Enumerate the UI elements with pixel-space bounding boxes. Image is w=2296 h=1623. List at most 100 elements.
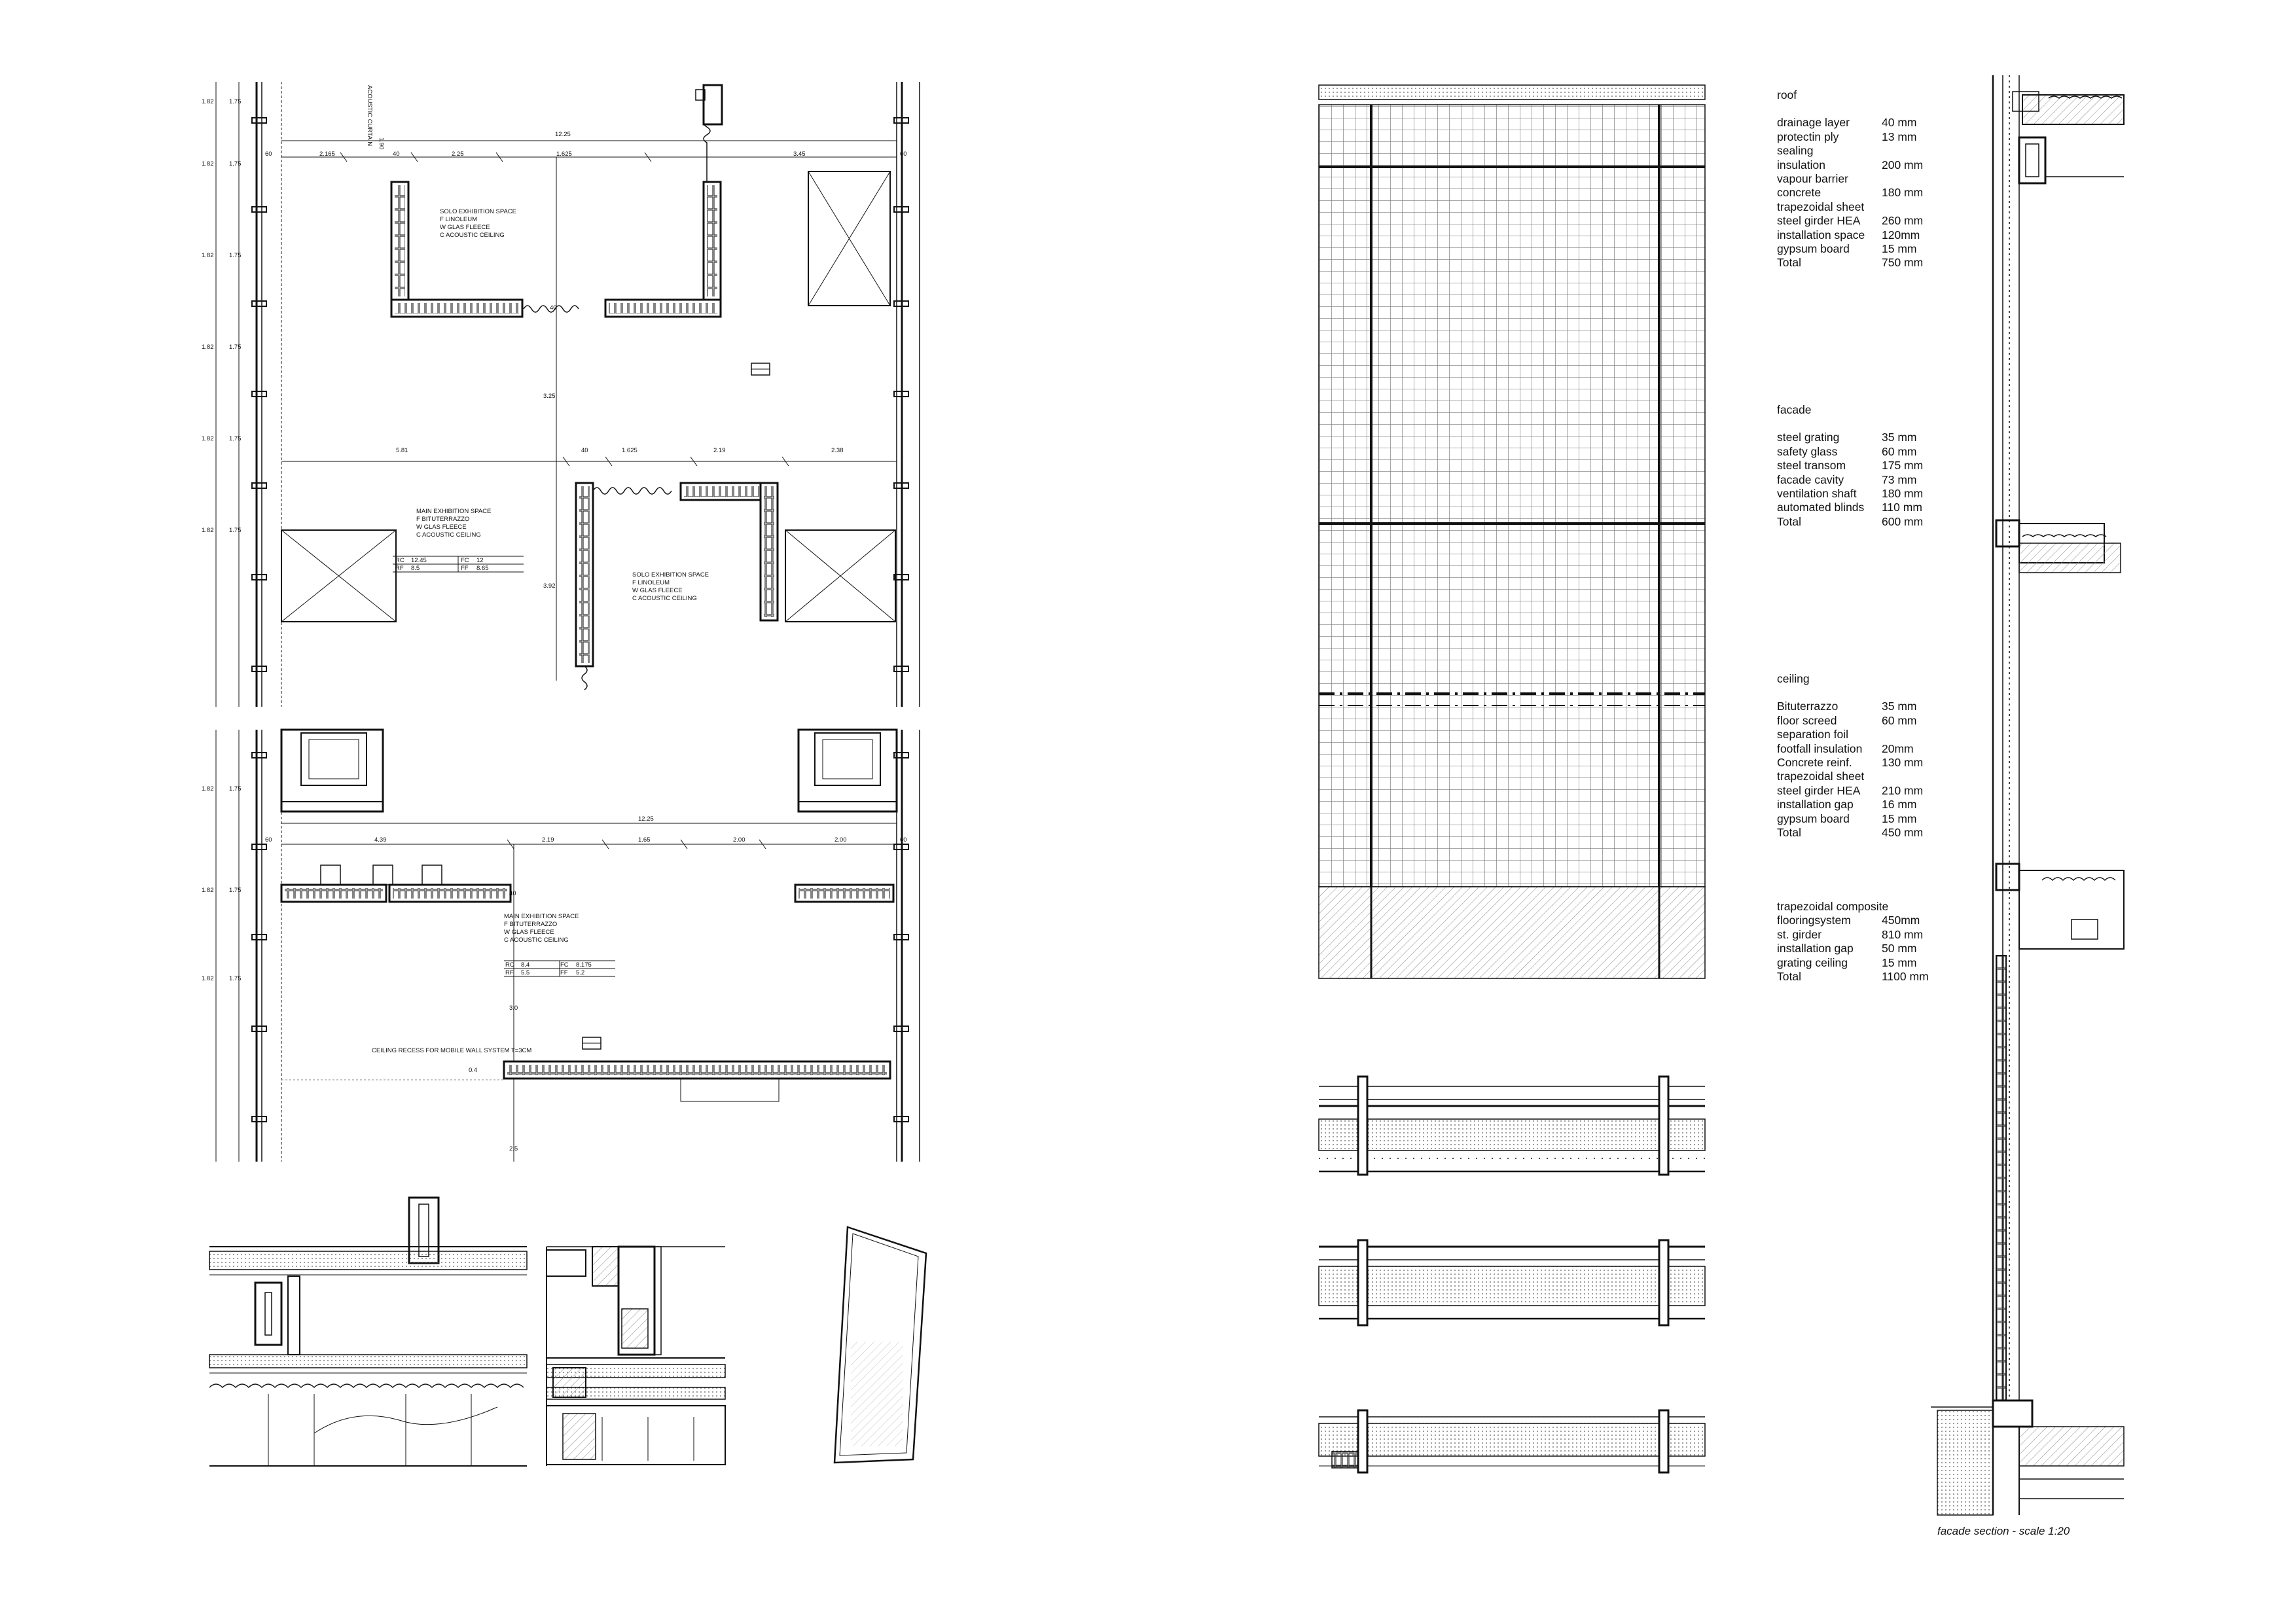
room-ceiling: C ACOUSTIC CEILING [416, 531, 481, 539]
level-rf: 5.5 [521, 969, 530, 976]
spec-name: trapezoidal composite [1777, 900, 1889, 913]
spec-value: 60 mm [1882, 713, 1917, 727]
facade-section-drawing [1931, 75, 2125, 1516]
spec-name: Total [1777, 826, 1801, 840]
spec-value: 1100 mm [1882, 970, 1929, 984]
left-dim-b2: 1.75 [229, 160, 242, 168]
lower-dim-1: 4.39 [374, 836, 387, 844]
top-dim-2: 40 [393, 151, 400, 158]
spec-name: trapezoidal sheet [1777, 200, 1865, 213]
facade-section-caption: facade section - scale 1:20 [1937, 1525, 2070, 1537]
mid-dim-5: 2.38 [831, 447, 844, 454]
spec-name: facade cavity [1777, 473, 1844, 486]
spec-value: 180 mm [1882, 487, 1924, 501]
level-table-lower: RC 8.4 FC 8.175 RF 5.5 FF 5.2 [505, 961, 615, 977]
room-name: SOLO EXHIBITION SPACE [632, 571, 709, 579]
room-floor: F BITUTERRAZZO [416, 516, 470, 523]
spec-name: drainage layer [1777, 116, 1850, 130]
spec-name: gypsum board [1777, 242, 1850, 256]
lower-vert-dim-4: 2.5 [509, 1145, 518, 1152]
left-dim-b4: 1.75 [229, 344, 242, 351]
spec-row: separation foil [1777, 728, 1923, 741]
mid-dim-2: 40 [581, 447, 588, 454]
vert-dim-2: 3.25 [543, 393, 556, 400]
level-rf: 8.5 [411, 565, 420, 572]
level-fc: 8.175 [576, 961, 592, 969]
spec-name: Bituterrazzo [1777, 700, 1839, 713]
spec-name: grating ceiling [1777, 955, 1848, 969]
lower-dim-2: 2.19 [542, 836, 554, 844]
room-label-main-2: MAIN EXHIBITION SPACE F BITUTERRAZZO W G… [504, 913, 579, 944]
spec-name: installation space [1777, 228, 1865, 241]
spec-row: sealing [1777, 144, 1923, 158]
left-dim-a2: 1.82 [202, 160, 214, 168]
spec-name: Total [1777, 256, 1801, 270]
overall-dim-lower: 12.25 [638, 815, 654, 823]
spec-row: flooringsystem 450mm [1777, 914, 1929, 927]
mid-dim-1: 5.81 [396, 447, 408, 454]
floor-plan-upper [215, 82, 920, 707]
spec-row: gypsum board 15 mm [1777, 242, 1923, 256]
left-dim-b6: 1.75 [229, 527, 242, 534]
top-dim-4: 1.625 [556, 151, 572, 158]
room-label-solo-1: SOLO EXHIBITION SPACE F LINOLEUM W GLAS … [440, 208, 516, 240]
spec-value: 175 mm [1882, 459, 1924, 473]
spec-row: trapezoidal sheet [1777, 200, 1923, 214]
top-dim-3: 2.25 [452, 151, 464, 158]
mid-dim-3: 1.625 [622, 447, 637, 454]
lower-dim-4: 2.00 [733, 836, 745, 844]
spec-name: gypsum board [1777, 812, 1850, 825]
floor-plan-lower [215, 728, 920, 1162]
spec-value: 60 mm [1882, 444, 1917, 458]
left-dim-a5: 1.82 [202, 435, 214, 442]
lower-dim-5: 2.00 [834, 836, 847, 844]
spec-name: steel transom [1777, 459, 1846, 473]
vert-dim-1: 40 [550, 304, 557, 312]
left-dim-a4: 1.82 [202, 344, 214, 351]
left-dim-a1: 1.82 [202, 98, 214, 105]
room-label-solo-2: SOLO EXHIBITION SPACE F LINOLEUM W GLAS … [632, 571, 709, 603]
lower-left-dim-a1: 1.82 [202, 785, 214, 793]
spec-value: 450mm [1882, 914, 1920, 927]
room-ceiling: C ACOUSTIC CEILING [504, 936, 569, 944]
spec-row: steel transom 175 mm [1777, 459, 1923, 473]
spec-name: Concrete reinf. [1777, 756, 1852, 770]
spec-value: 180 mm [1882, 186, 1924, 200]
room-ceiling: C ACOUSTIC CEILING [440, 232, 505, 239]
top-dim-5: 3.45 [793, 151, 806, 158]
detail-sections [209, 1196, 927, 1467]
spec-name: floor screed [1777, 713, 1837, 727]
ceiling-recess-label: CEILING RECESS FOR MOBILE WALL SYSTEM T=… [372, 1047, 532, 1054]
level-fc: 12 [476, 557, 484, 564]
spec-name: trapezoidal sheet [1777, 770, 1865, 783]
spec-name: separation foil [1777, 728, 1848, 741]
spec-value: 120mm [1882, 228, 1920, 241]
lower-left-dim-b1: 1.75 [229, 785, 242, 793]
spec-name: flooringsystem [1777, 914, 1851, 927]
spec-value: 210 mm [1882, 783, 1924, 797]
room-wall: W GLAS FLEECE [504, 929, 554, 936]
spec-row: trapezoidal sheet [1777, 770, 1923, 783]
level-ff: 8.65 [476, 565, 489, 572]
spec-value: 20mm [1882, 741, 1914, 755]
spec-value: 15 mm [1882, 242, 1917, 256]
level-ff: 5.2 [576, 969, 585, 976]
spec-row: trapezoidal composite [1777, 900, 1929, 914]
level-rc: 8.4 [521, 961, 530, 969]
room-label-main-1: MAIN EXHIBITION SPACE F BITUTERRAZZO W G… [416, 508, 491, 539]
